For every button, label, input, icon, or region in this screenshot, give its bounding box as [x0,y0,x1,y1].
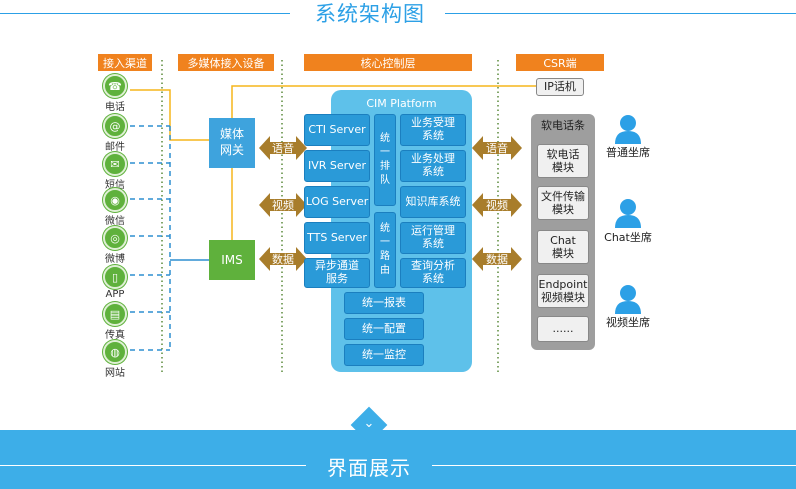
channel-label: 邮件 [105,142,125,153]
arrow-tag-data-right: 数据 [486,253,508,266]
system-business-acceptance[interactable]: 业务受理 系统 [400,114,466,146]
channel-label: 微信 [105,216,125,227]
title-rule-right [445,13,796,14]
ims-box[interactable]: IMS [209,240,255,280]
module-more[interactable]: ...... [537,316,589,342]
unified-routing[interactable]: 统 一 路 由 [374,212,396,288]
channel-label: APP [105,289,125,300]
agent-person-icon [615,285,641,314]
agent-normal[interactable] [604,114,652,162]
unified-monitoring[interactable]: 统一监控 [344,344,424,366]
softphone-title: 软电话条 [541,119,585,132]
server-log[interactable]: LOG Server [304,186,370,218]
agent-label-normal: 普通坐席 [606,146,650,159]
header-access-channels: 接入渠道 [98,54,152,71]
channel-website[interactable]: ◍ 网站 [95,340,135,379]
channel-label: 传真 [105,330,125,341]
mobile-app-icon: ▯ [103,265,127,289]
section-title: 界面展示 [327,455,411,480]
server-ivr[interactable]: IVR Server [304,150,370,182]
unified-queue[interactable]: 统 一 排 队 [374,114,396,206]
arrow-tag-video-left: 视频 [272,199,294,212]
module-softphone[interactable]: 软电话 模块 [537,144,589,178]
module-endpoint-video[interactable]: Endpoint 视频模块 [537,274,589,308]
header-csr: CSR端 [516,54,604,71]
arrow-tag-voice-right: 语音 [486,142,508,155]
agent-label-video: 视频坐席 [606,316,650,329]
bottom-band [0,430,796,489]
weibo-icon: ◎ [103,226,127,250]
diagram-connectors [130,60,536,372]
band-rule-left [0,465,306,466]
agent-label-chat: Chat坐席 [604,231,652,244]
header-media-devices: 多媒体接入设备 [178,54,274,71]
server-cti[interactable]: CTI Server [304,114,370,146]
channel-wechat[interactable]: ◉ 微信 [95,188,135,227]
title-rule-left [0,13,290,14]
page-title: 系统架构图 [315,2,425,26]
async-channel-service[interactable]: 异步通道 服务 [304,258,370,288]
band-rule-right [432,465,796,466]
sms-icon: ✉ [103,152,127,176]
ip-phone[interactable]: IP话机 [536,78,584,96]
channel-sms[interactable]: ✉ 短信 [95,152,135,191]
fax-icon: ▤ [103,302,127,326]
platform-title: CIM Platform [366,96,437,110]
arrow-tag-voice-left: 语音 [272,142,294,155]
system-knowledge-base[interactable]: 知识库系统 [400,186,466,218]
channel-label: 微博 [105,254,125,265]
channel-label: 短信 [105,180,125,191]
channel-fax[interactable]: ▤ 传真 [95,302,135,341]
email-icon: @ [103,114,127,138]
system-query-analysis[interactable]: 查询分析 系统 [400,258,466,288]
unified-config[interactable]: 统一配置 [344,318,424,340]
channel-app[interactable]: ▯ APP [95,265,135,300]
agent-video[interactable] [604,284,652,332]
header-core-layer: 核心控制层 [304,54,472,71]
media-gateway[interactable]: 媒体 网关 [209,118,255,168]
channel-weibo[interactable]: ◎ 微博 [95,226,135,265]
arrow-tag-data-left: 数据 [272,253,294,266]
chevron-down-icon[interactable]: ⌄ [363,415,375,431]
unified-reports[interactable]: 统一报表 [344,292,424,314]
arrow-tag-video-right: 视频 [486,199,508,212]
channel-label: 网站 [105,368,125,379]
phone-icon: ☎ [103,74,127,98]
system-business-processing[interactable]: 业务处理 系统 [400,150,466,182]
agent-chat[interactable] [604,198,652,246]
module-chat[interactable]: Chat 模块 [537,230,589,264]
system-operations-management[interactable]: 运行管理 系统 [400,222,466,254]
channel-phone[interactable]: ☎ 电话 [95,74,135,113]
wechat-icon: ◉ [103,188,127,212]
agent-person-icon [615,199,641,228]
server-tts[interactable]: TTS Server [304,222,370,254]
agent-person-icon [615,115,641,144]
module-file-transfer[interactable]: 文件传输 模块 [537,186,589,220]
channel-email[interactable]: @ 邮件 [95,114,135,153]
globe-icon: ◍ [103,340,127,364]
channel-label: 电话 [105,102,125,113]
